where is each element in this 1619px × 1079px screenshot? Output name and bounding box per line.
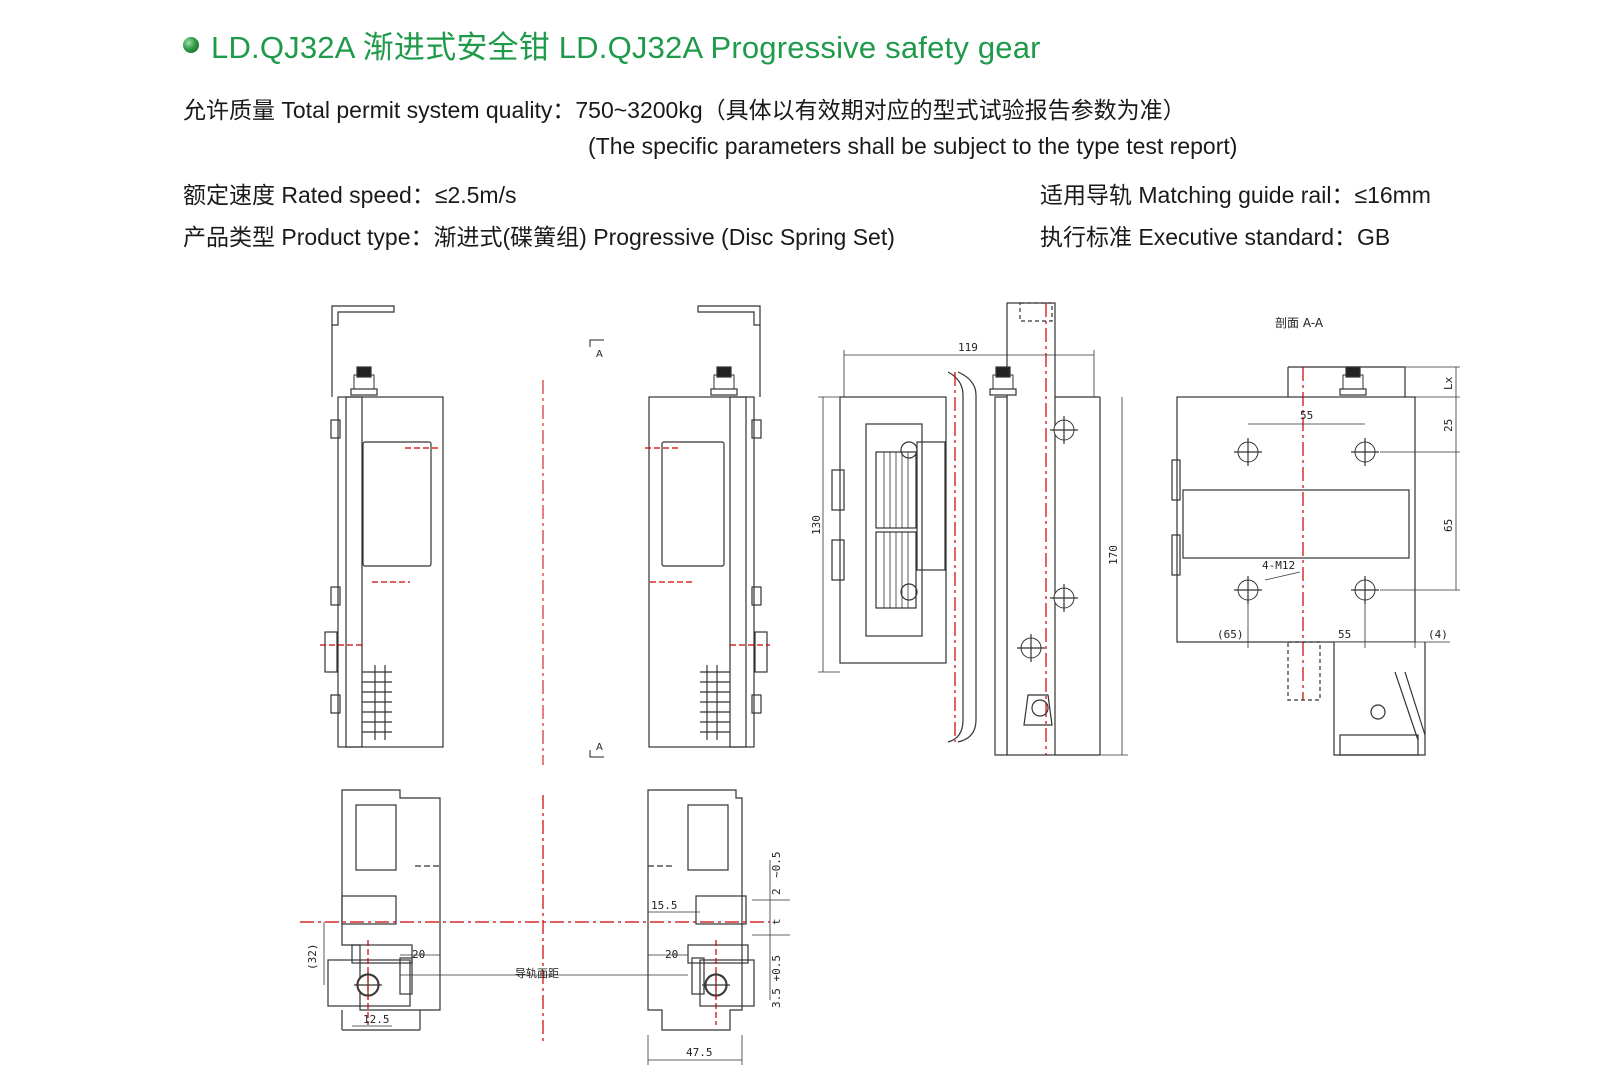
spec-standard: 执行标准 Executive standard：GB: [1040, 224, 1391, 250]
dim-20-right: 20: [665, 948, 678, 961]
dim-55-bottom: 55: [1338, 628, 1351, 641]
section-view: [1171, 366, 1460, 756]
dim-12-5: 12.5: [363, 1013, 390, 1026]
front-view-right: [645, 305, 770, 748]
dim-2: 2: [770, 888, 783, 895]
section-mark-bottom: A: [589, 742, 604, 758]
spec-rail: 适用导轨 Matching guide rail：≤16mm: [1040, 182, 1431, 208]
side-view: [818, 302, 1128, 756]
dim-65-paren: (65): [1217, 628, 1244, 641]
dim-3-5: 3.5 +0.5: [770, 955, 783, 1008]
dim-25: 25: [1442, 419, 1455, 432]
dim-119: 119: [958, 341, 978, 354]
svg-text:A: A: [596, 742, 603, 753]
dim-15-5: 15.5: [651, 899, 678, 912]
front-view-left: [320, 305, 444, 748]
section-mark-top: A: [589, 339, 604, 360]
bottom-view: [300, 789, 790, 1065]
rail-distance-label: 导轨面距: [515, 966, 559, 980]
dim-47-5: 47.5: [686, 1046, 713, 1059]
dim-20-left: 20: [412, 948, 425, 961]
spec-quality-note: (The specific parameters shall be subjec…: [588, 133, 1238, 159]
page-title: LD.QJ32A 渐进式安全钳 LD.QJ32A Progressive saf…: [211, 30, 1041, 65]
title-row: LD.QJ32A 渐进式安全钳 LD.QJ32A Progressive saf…: [183, 22, 1041, 67]
dim-170: 170: [1107, 545, 1120, 565]
dim-small: ~0.5: [770, 852, 783, 879]
section-label: 剖面 A-A: [1275, 316, 1324, 330]
dim-4-paren: (4): [1428, 628, 1448, 641]
dim-lx: Lx: [1442, 376, 1455, 390]
spec-type: 产品类型 Product type：渐进式(碟簧组) Progressive (…: [183, 224, 895, 250]
dim-130: 130: [810, 515, 823, 535]
spec-speed: 额定速度 Rated speed：≤2.5m/s: [183, 182, 517, 208]
spec-quality: 允许质量 Total permit system quality：750~320…: [183, 97, 1186, 123]
dim-55-top: 55: [1300, 409, 1313, 422]
dim-65-right: 65: [1442, 519, 1455, 532]
green-sphere-bullet-icon: [183, 36, 199, 53]
dim-4-m12: 4-M12: [1262, 559, 1295, 572]
dim-t: t: [770, 918, 783, 925]
dim-32-paren: (32): [306, 944, 319, 971]
svg-text:A: A: [596, 349, 603, 360]
